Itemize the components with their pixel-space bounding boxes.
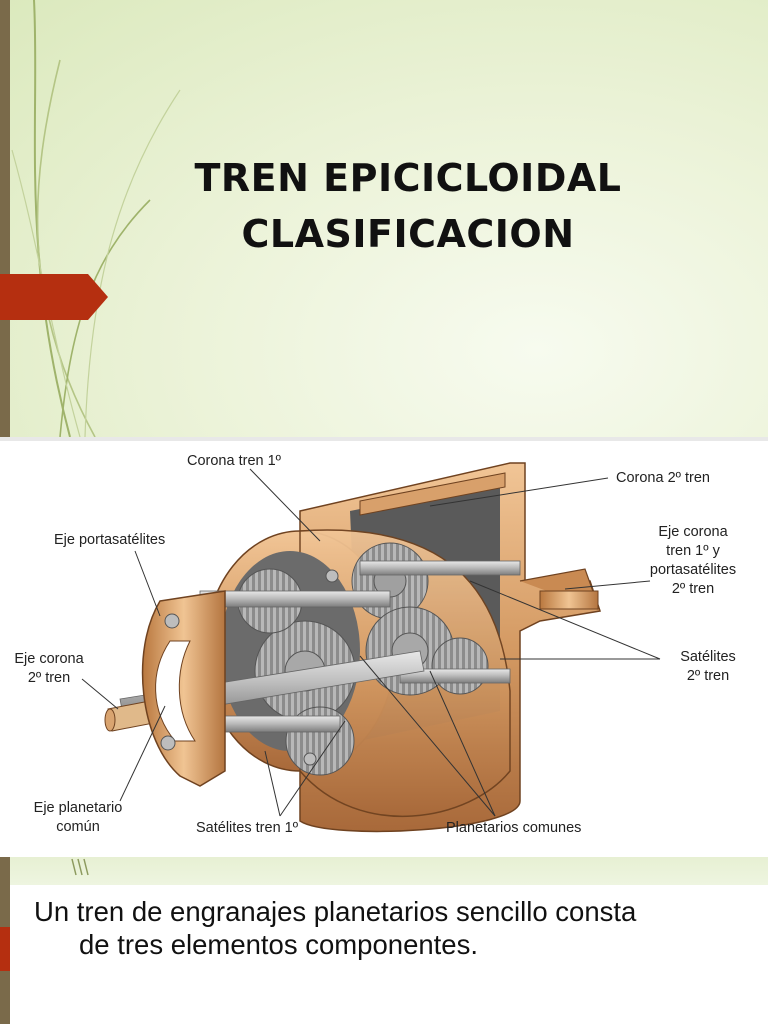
label-line: 2º tren (668, 667, 748, 686)
body-line-2: de tres elementos componentes. (34, 928, 764, 961)
label-planetarios-comunes: Planetarios comunes (446, 819, 581, 838)
body-text: Un tren de engranajes planetarios sencil… (34, 895, 764, 961)
label-corona-tren-1: Corona tren 1º (187, 452, 281, 471)
title-slide: TREN EPICICLOIDAL CLASIFICACION (0, 0, 768, 437)
title-line-2: CLASIFICACION (120, 206, 696, 262)
label-corona-2-tren: Corona 2º tren (616, 469, 710, 488)
diagram-slide: Corona tren 1º Corona 2º tren Eje portas… (0, 441, 768, 857)
left-accent-bar (0, 0, 10, 437)
text-slide: Un tren de engranajes planetarios sencil… (0, 857, 768, 1024)
red-accent-tab (0, 927, 10, 971)
epicyclic-gear-illustration (0, 441, 768, 857)
label-line: Eje corona (6, 650, 92, 669)
label-line: portasatélites (630, 561, 756, 580)
label-line: común (20, 818, 136, 837)
decorative-ticks (66, 857, 96, 877)
label-line: Satélites (668, 648, 748, 667)
body-line-1: Un tren de engranajes planetarios sencil… (34, 896, 636, 927)
label-line: Eje corona (630, 523, 756, 542)
label-eje-corona-2-tren: Eje corona 2º tren (6, 650, 92, 688)
label-line: tren 1º y (630, 542, 756, 561)
label-eje-corona-tren1-portasatelites: Eje corona tren 1º y portasatélites 2º t… (630, 523, 756, 599)
label-line: 2º tren (6, 669, 92, 688)
slide-title: TREN EPICICLOIDAL CLASIFICACION (120, 150, 696, 262)
label-eje-planetario-comun: Eje planetario común (20, 799, 136, 837)
label-eje-portasatelites: Eje portasatélites (54, 531, 165, 550)
label-line: 2º tren (630, 580, 756, 599)
label-line: Eje planetario (20, 799, 136, 818)
red-arrow-tab (0, 274, 108, 320)
title-line-1: TREN EPICICLOIDAL (120, 150, 696, 206)
carrier-plate (143, 591, 225, 786)
label-satelites-2-tren: Satélites 2º tren (668, 648, 748, 686)
label-satelites-tren-1: Satélites tren 1º (196, 819, 298, 838)
